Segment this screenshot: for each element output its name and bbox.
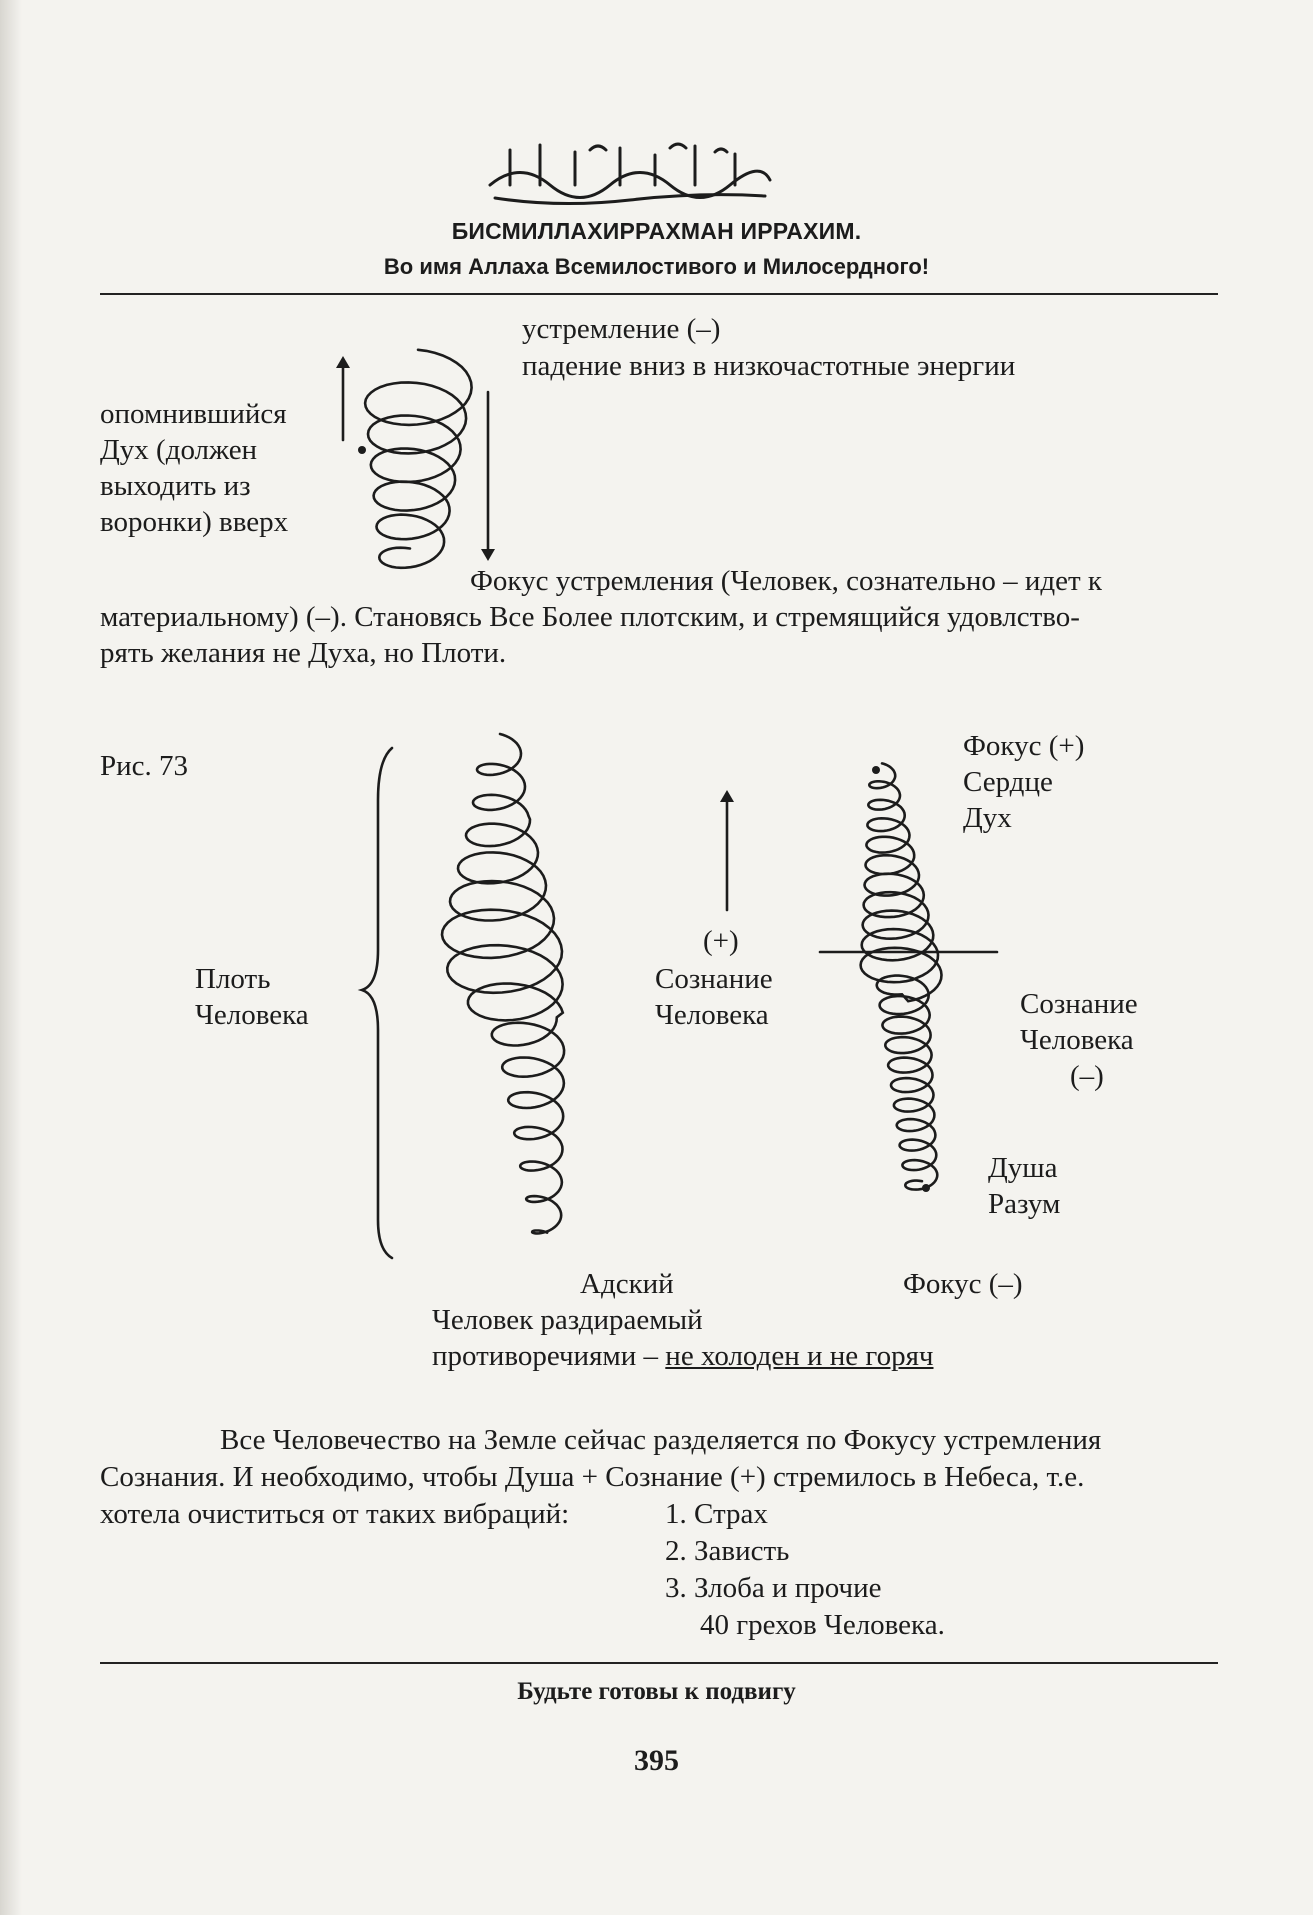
soul-label: Душа — [988, 1152, 1058, 1184]
footer-divider — [100, 1662, 1218, 1664]
basmala-logo — [488, 142, 772, 206]
focus-text-line-1: Фокус устремления (Человек, сознательно … — [470, 565, 1103, 597]
top-left-label-4: воронки) вверх — [100, 506, 289, 538]
mind-label: Разум — [988, 1188, 1061, 1220]
body-line-2: Сознания. И необходимо, чтобы Душа + Соз… — [100, 1461, 1085, 1493]
consciousness-plus-sign: (+) — [703, 925, 739, 957]
flesh-label-1: Плоть — [195, 963, 271, 995]
focused-person-spiral — [859, 762, 943, 1191]
focus-text-line-2: материальному) (–). Становясь Все Более … — [100, 601, 1080, 633]
consciousness-minus-label-1: Сознание — [1020, 988, 1138, 1020]
header-divider — [100, 293, 1218, 295]
vice-list-item-3: 3. Злоба и прочие — [665, 1572, 882, 1604]
torn-person-label: Человек раздираемый — [432, 1304, 703, 1336]
body-line-3: хотела очиститься от таких вибраций: — [100, 1498, 570, 1530]
top-label-aspiration: устремление (–) — [522, 313, 721, 345]
vice-list-item-1: 1. Страх — [665, 1498, 768, 1530]
consciousness-label-2: Человека — [655, 999, 769, 1031]
top-funnel-spiral — [363, 348, 473, 570]
top-left-label-1: опомнившийся — [100, 398, 287, 430]
consciousness-label-1: Сознание — [655, 963, 773, 995]
flesh-brace — [357, 746, 394, 1260]
page-header-subtitle: Во имя Аллаха Всемилостивого и Милосердн… — [383, 254, 930, 279]
flesh-label-2: Человека — [195, 999, 309, 1031]
right-spiral-bottom-dot — [922, 1184, 930, 1192]
contradictions-prefix: противоречиями – — [432, 1340, 666, 1372]
top-left-label-3: выходить из — [100, 470, 251, 502]
page-edge-shadow — [0, 0, 22, 1915]
spirit-label: Дух — [963, 802, 1012, 834]
heart-label: Сердце — [963, 766, 1053, 798]
body-line-1: Все Человечество на Земле сейчас разделя… — [220, 1424, 1102, 1456]
focus-minus-label: Фокус (–) — [903, 1268, 1023, 1300]
contradictions-line: противоречиями – не холоден и не горяч — [432, 1338, 934, 1374]
page-header-title: БИСМИЛЛАХИРРАХМАН ИРРАХИМ. — [451, 218, 862, 244]
hellish-label: Адский — [580, 1268, 674, 1300]
neither-cold-nor-hot: не холоден и не горяч — [665, 1340, 934, 1372]
top-label-falling: падение вниз в низкочастотные энергии — [522, 350, 1016, 382]
top-left-label-2: Дух (должен — [100, 434, 258, 466]
figure-caption: Рис. 73 — [100, 750, 189, 782]
top-spiral-dot — [358, 446, 366, 454]
basmala-calligraphy — [480, 130, 780, 210]
page-number: 395 — [634, 1744, 679, 1777]
consciousness-minus-label-2: Человека — [1020, 1024, 1134, 1056]
vice-list-item-2: 2. Зависть — [665, 1535, 790, 1567]
focus-text-line-3: рять желания не Духа, но Плоти. — [100, 637, 507, 669]
vice-list-item-4: 40 грехов Человека. — [700, 1609, 945, 1641]
focus-plus-label: Фокус (+) — [963, 730, 1085, 762]
footer-title: Будьте готовы к подвигу — [517, 1678, 796, 1705]
torn-person-spiral — [440, 732, 566, 1235]
right-spiral-top-dot — [872, 766, 880, 774]
consciousness-minus-sign: (–) — [1070, 1060, 1104, 1092]
